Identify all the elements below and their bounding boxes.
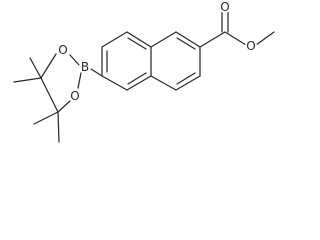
bond-dioxaborolane-carbon-carbon bbox=[40, 77, 59, 113]
chemical-structure-diagram: O O B O O bbox=[13, 0, 275, 143]
bond-upper-carbon-methyl-left bbox=[13, 77, 42, 83]
boron-atom: B bbox=[79, 60, 91, 74]
bond-naphthalene-d bbox=[101, 75, 128, 91]
bond-lower-carbon-methyl-left bbox=[33, 111, 59, 125]
dioxaborolane-oxygen-lower-label: O bbox=[70, 89, 79, 103]
bond-naphthalene-h bbox=[175, 31, 201, 48]
carbonyl-oxygen-atom: O bbox=[219, 0, 231, 14]
bond-boron-to-oxygen-lower bbox=[77, 72, 82, 89]
dioxaborolane-oxygen-upper-atom: O bbox=[57, 43, 69, 57]
boron-label: B bbox=[81, 60, 89, 74]
bond-ester-oxygen-to-methyl bbox=[255, 31, 275, 46]
bond-naphthalene-g bbox=[150, 31, 177, 48]
bond-upper-carbon-methyl-top bbox=[29, 57, 42, 79]
bond-naphthalene-k bbox=[150, 75, 177, 91]
bond-carbonyl-carbon-to-ester-oxygen bbox=[224, 31, 247, 46]
double-bond-inner-left-3 bbox=[127, 72, 147, 85]
double-bond-inner-left-1 bbox=[127, 37, 147, 50]
bond-ring-to-carbonyl-carbon bbox=[199, 31, 226, 48]
dioxaborolane-oxygen-lower-atom: O bbox=[69, 89, 81, 103]
bond-naphthalene-f bbox=[101, 31, 128, 48]
double-bond-inner-right-2 bbox=[176, 72, 196, 85]
bond-naphthalene-j bbox=[175, 75, 201, 91]
carbonyl-oxygen-label: O bbox=[220, 0, 229, 14]
bond-boron-to-oxygen-upper bbox=[69, 54, 80, 66]
bond-upper-oxygen-to-ring-carbon bbox=[40, 53, 57, 79]
ester-oxygen-label: O bbox=[246, 39, 255, 53]
dioxaborolane-oxygen-upper-label: O bbox=[58, 43, 67, 57]
bond-ring-to-boron bbox=[90, 68, 103, 77]
bond-lower-carbon-methyl-bottom bbox=[57, 111, 60, 143]
double-bond-inner-right-1 bbox=[176, 37, 196, 50]
bond-naphthalene-a bbox=[126, 31, 152, 48]
bond-lower-oxygen-to-ring-carbon bbox=[57, 100, 71, 113]
bond-naphthalene-c bbox=[126, 75, 152, 91]
ester-oxygen-atom: O bbox=[245, 39, 257, 53]
